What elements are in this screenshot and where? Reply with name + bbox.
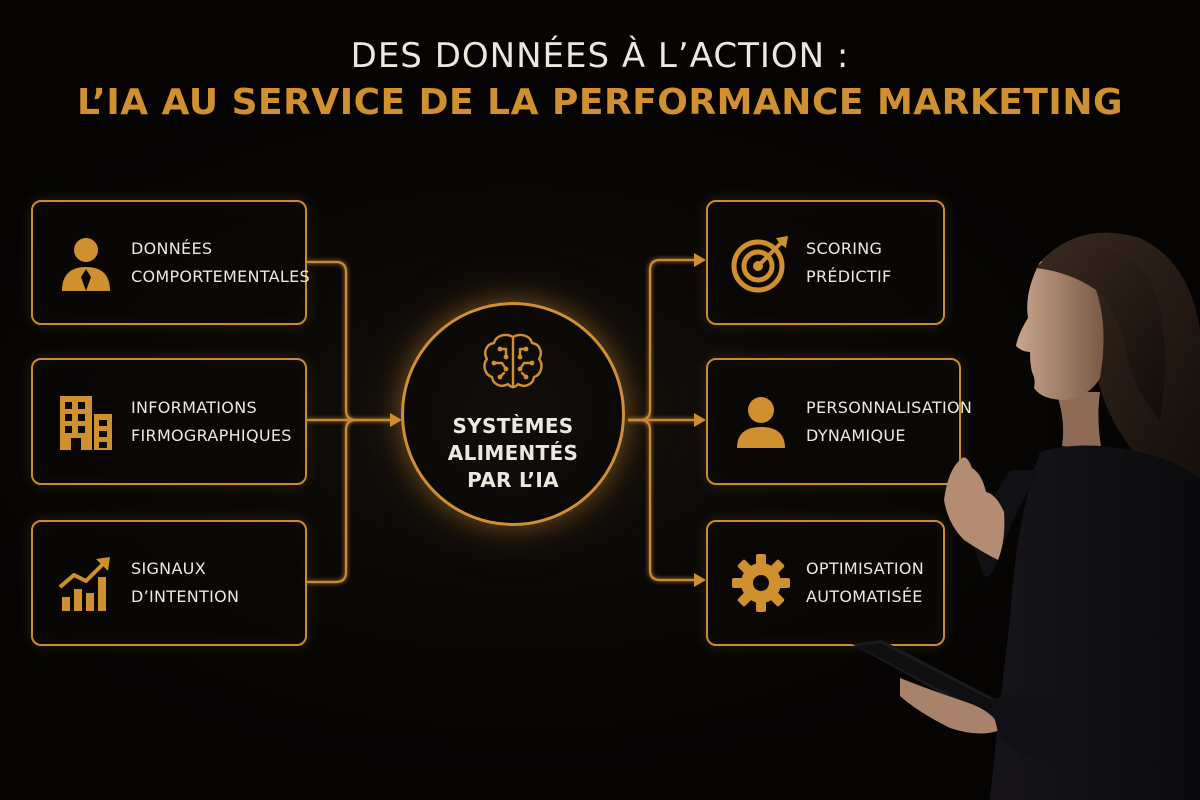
presenter-figure [0, 0, 1200, 800]
diagram-scene: DES DONNÉES À L’ACTION : L’IA AU SERVICE… [0, 0, 1200, 800]
